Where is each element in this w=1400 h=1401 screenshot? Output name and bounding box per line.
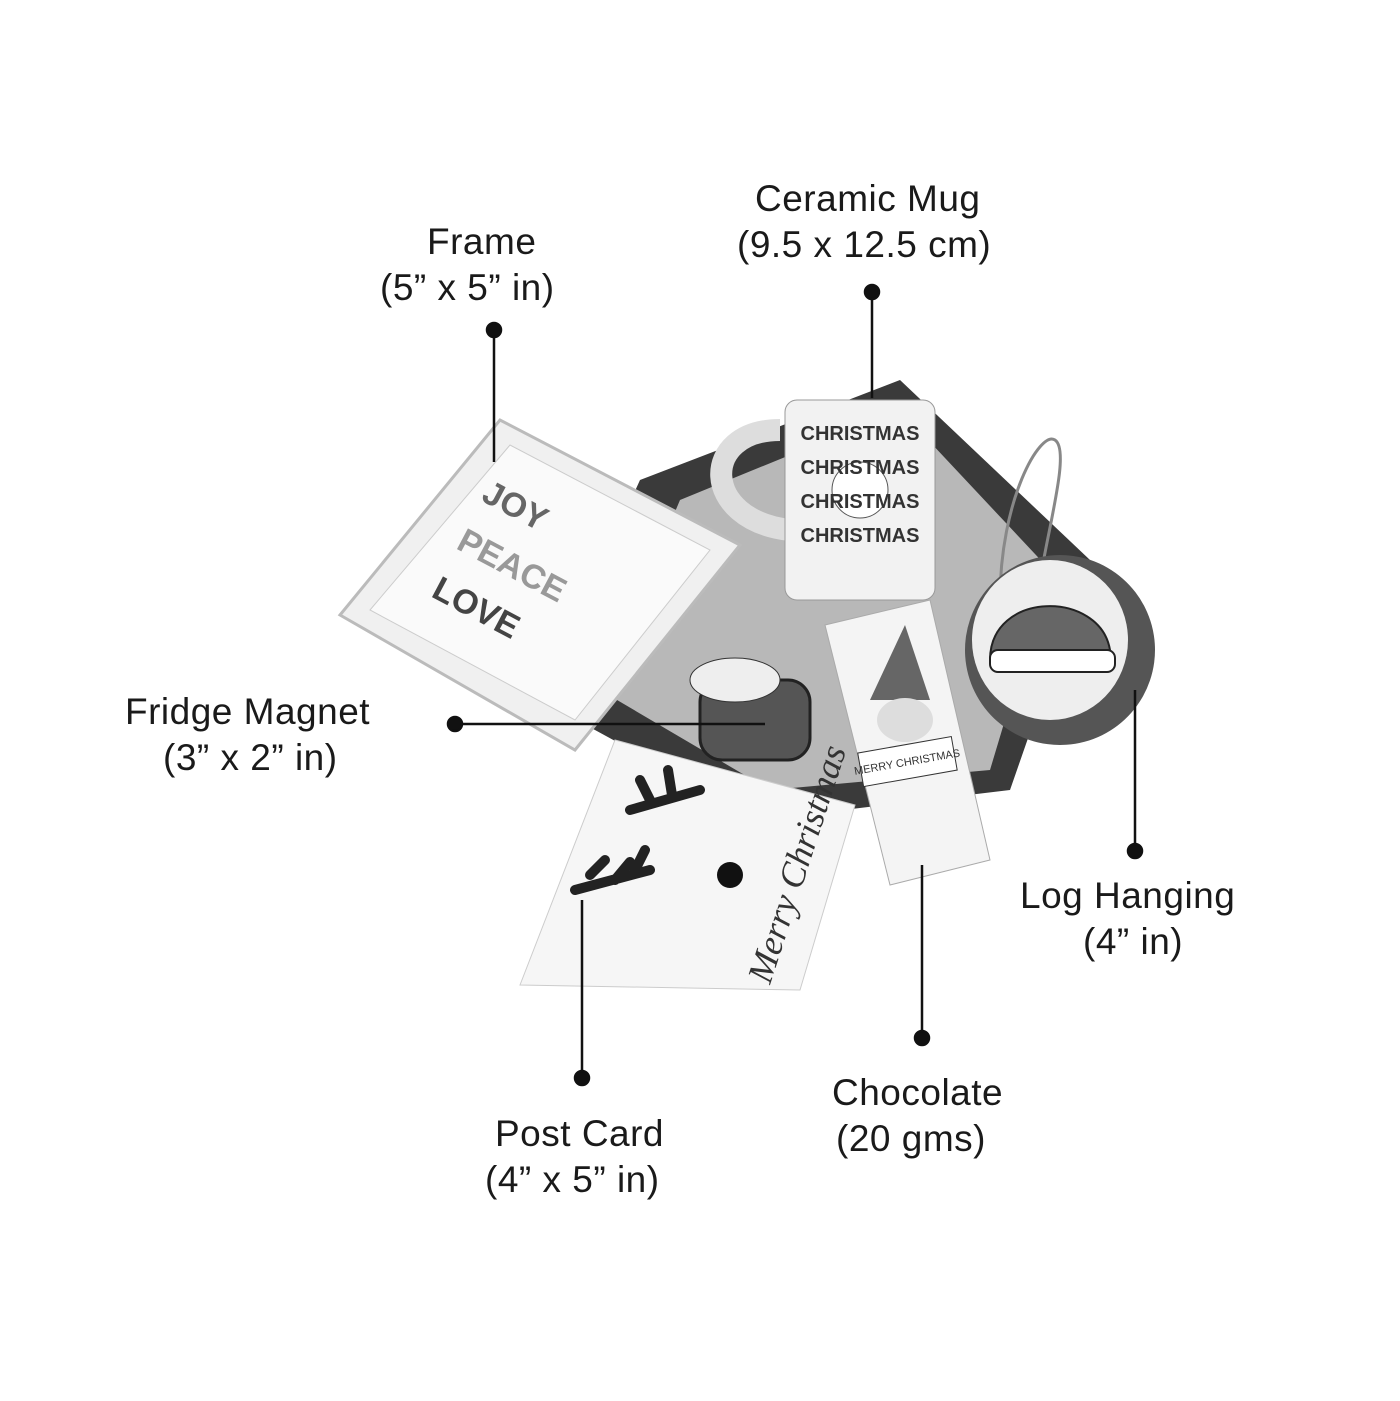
chocolate-size: (20 gms) — [836, 1118, 986, 1159]
log-label: Log Hanging (4” in) — [1020, 873, 1235, 965]
svg-text:CHRISTMAS: CHRISTMAS — [801, 525, 920, 547]
magnet-size: (3” x 2” in) — [163, 737, 338, 778]
svg-text:CHRISTMAS: CHRISTMAS — [801, 491, 920, 513]
mug-dot — [863, 283, 881, 301]
fridge-magnet — [689, 657, 812, 762]
chocolate-bar: MERRY CHRISTMAS — [824, 599, 991, 886]
mug-label: Ceramic Mug (9.5 x 12.5 cm) — [737, 176, 991, 268]
postcard-name: Post Card — [495, 1113, 665, 1154]
frame-dot — [485, 321, 503, 339]
ceramic-mug: CHRISTMAS CHRISTMAS CHRISTMAS CHRISTMAS — [710, 399, 936, 601]
svg-text:CHRISTMAS: CHRISTMAS — [801, 457, 920, 479]
svg-text:CHRISTMAS: CHRISTMAS — [801, 423, 920, 445]
chocolate-label: Chocolate (20 gms) — [832, 1070, 1003, 1162]
log-name: Log Hanging — [1020, 875, 1236, 916]
santa-graphic — [831, 461, 889, 519]
frame-size: (5” x 5” in) — [380, 267, 555, 308]
magnet-label: Fridge Magnet (3” x 2” in) — [125, 689, 370, 781]
magnet-dot — [446, 715, 464, 733]
post-card: Merry Christmas — [519, 739, 856, 991]
frame-label: Frame (5” x 5” in) — [380, 219, 555, 311]
postcard-label: Post Card (4” x 5” in) — [485, 1111, 664, 1203]
postcard-dot — [573, 1069, 591, 1087]
magnet-name: Fridge Magnet — [125, 691, 371, 732]
log-size: (4” in) — [1083, 921, 1184, 962]
photo-frame: JOY PEACE LOVE — [337, 418, 743, 752]
frame-name: Frame — [427, 221, 537, 262]
chocolate-name: Chocolate — [832, 1072, 1004, 1113]
log-hanging — [965, 437, 1155, 745]
log-dot — [1126, 842, 1144, 860]
chocolate-dot — [913, 1029, 931, 1047]
mug-name: Ceramic Mug — [755, 178, 981, 219]
mug-size: (9.5 x 12.5 cm) — [737, 224, 992, 265]
postcard-size: (4” x 5” in) — [485, 1159, 660, 1200]
